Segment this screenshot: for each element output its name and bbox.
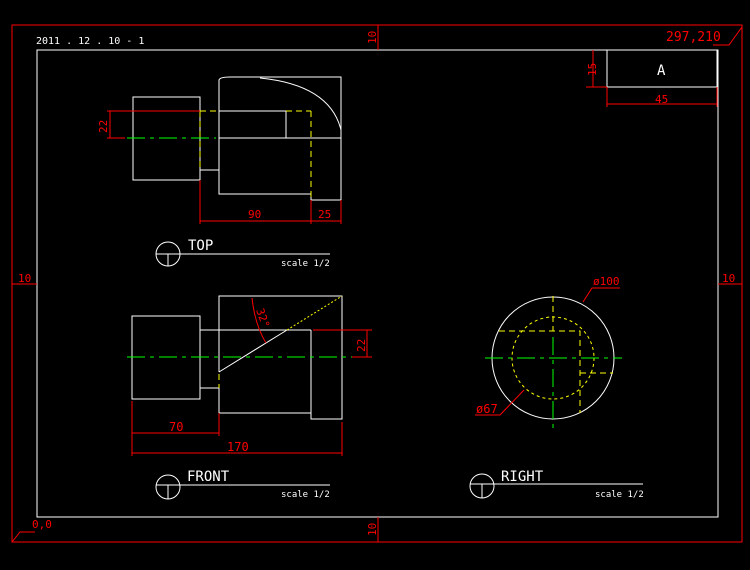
top-view[interactable]: 22 90 25	[97, 76, 342, 224]
svg-text:22: 22	[97, 120, 110, 133]
corner-origin-label: 0,0	[11, 518, 52, 543]
svg-text:10: 10	[722, 272, 735, 285]
front-view[interactable]: 22 32° 70 170	[127, 295, 372, 456]
front-dim-70-170: 70 170	[131, 401, 343, 456]
svg-text:25: 25	[318, 208, 331, 221]
right-dim-dia100: ø100	[582, 275, 620, 303]
svg-text:0,0: 0,0	[32, 518, 52, 531]
svg-text:ø100: ø100	[593, 275, 620, 288]
svg-text:scale 1/2: scale 1/2	[595, 490, 644, 500]
top-dim-22: 22	[97, 110, 200, 139]
date-stamp: 2011 . 12 . 10 - 1	[36, 36, 144, 47]
svg-text:45: 45	[655, 93, 668, 106]
margin-dim-left: 10	[12, 272, 37, 285]
svg-text:10: 10	[366, 31, 379, 44]
corner-max-label: 297,210	[666, 26, 743, 46]
front-dim-angle: 32°	[251, 297, 272, 344]
margin-dim-top: 10	[366, 25, 379, 50]
sheet-outer-border	[11, 24, 743, 543]
svg-text:ø67: ø67	[476, 402, 498, 416]
title-block: A 15 45	[586, 49, 718, 107]
svg-text:A: A	[657, 63, 666, 79]
svg-text:TOP: TOP	[188, 238, 213, 254]
svg-text:FRONT: FRONT	[187, 469, 230, 485]
svg-text:10: 10	[366, 523, 379, 536]
svg-text:10: 10	[18, 272, 31, 285]
margin-dim-bottom: 10	[366, 517, 379, 542]
front-view-label: FRONT scale 1/2	[155, 469, 330, 500]
svg-text:RIGHT: RIGHT	[501, 469, 544, 485]
svg-text:scale 1/2: scale 1/2	[281, 490, 330, 500]
svg-text:170: 170	[227, 440, 249, 454]
svg-text:90: 90	[248, 208, 261, 221]
top-view-label: TOP scale 1/2	[155, 238, 330, 269]
svg-text:70: 70	[169, 420, 183, 434]
margin-dim-right: 10	[718, 272, 742, 285]
svg-text:15: 15	[586, 63, 599, 76]
svg-text:32°: 32°	[253, 307, 272, 330]
right-view[interactable]: ø100 ø67	[475, 275, 622, 428]
svg-text:297,210: 297,210	[666, 30, 721, 45]
right-view-label: RIGHT scale 1/2	[469, 469, 644, 500]
front-dim-22: 22	[313, 329, 372, 358]
svg-text:22: 22	[355, 339, 368, 352]
top-dim-90: 90 25	[199, 180, 342, 224]
right-dim-dia67: ø67	[475, 389, 525, 416]
svg-text:scale 1/2: scale 1/2	[281, 259, 330, 269]
